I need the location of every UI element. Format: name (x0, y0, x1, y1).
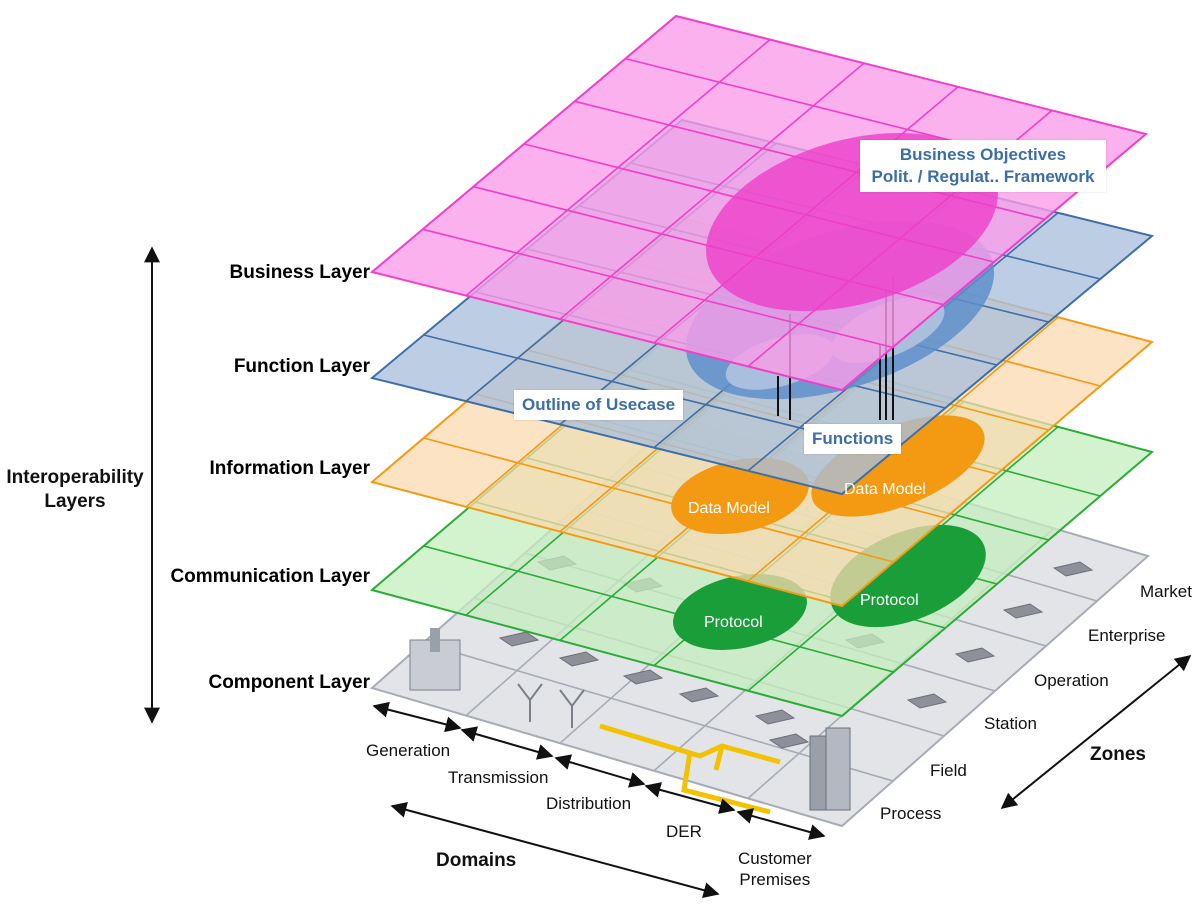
domain-generation: Generation (366, 741, 451, 760)
interop-title-line-2: Layers (44, 491, 106, 512)
interop-title: Interoperability Layers (0, 466, 150, 514)
equipment-box (768, 733, 810, 749)
der-arrow (644, 782, 736, 814)
transmission-arrow (460, 726, 554, 760)
communication-layer-label: Communication Layer (170, 566, 370, 587)
business-layer-label: Business Layer (229, 262, 370, 283)
equipment-box (498, 631, 540, 647)
component-layer-label: Component Layer (208, 672, 370, 693)
domains-arrow (390, 802, 720, 898)
protocol-label-1: Protocol (704, 614, 763, 631)
equipment-box (954, 647, 996, 663)
data-model-label-1: Data Model (688, 500, 770, 517)
functions-callout: Functions (804, 424, 902, 454)
protocol-label-2: Protocol (860, 592, 919, 609)
business-zone-gridline (422, 228, 893, 349)
function-layer-label: Function Layer (233, 356, 370, 377)
business-objectives-line-1: Business Objectives (899, 145, 1067, 164)
building (825, 727, 851, 811)
zone-operation: Operation (1034, 671, 1109, 690)
business-objectives-callout: Business Objectives Polit. / Regulat.. F… (860, 140, 1106, 192)
zones-title: Zones (1090, 744, 1146, 765)
distribution-arrow (554, 754, 646, 788)
customer-arrow (736, 808, 826, 840)
equipment-box (1002, 603, 1044, 619)
equipment-box (754, 709, 796, 725)
equipment-box (1052, 561, 1094, 577)
zones-arrow (1000, 654, 1192, 810)
domain-customer-premises: Customer Premises (738, 848, 812, 890)
zone-process: Process (880, 804, 942, 823)
customer-line-1: Customer (738, 849, 812, 868)
generation-arrow (372, 701, 462, 733)
domain-distribution: Distribution (546, 794, 632, 813)
equipment-box (906, 693, 948, 709)
protocol-ellipse-1 (673, 574, 807, 650)
domains-title: Domains (436, 850, 517, 871)
domain-transmission: Transmission (448, 768, 549, 787)
information-layer-label: Information Layer (209, 458, 370, 479)
transmission-tower (517, 683, 585, 728)
outline-usecase-callout: Outline of Usecase (514, 390, 684, 420)
interop-title-line-1: Interoperability (6, 467, 144, 488)
domain-der: DER (666, 822, 702, 841)
data-model-ellipse-2 (811, 415, 985, 517)
equipment-box (558, 651, 600, 667)
customer-line-2: Premises (739, 870, 811, 889)
equipment-box (678, 687, 720, 703)
communication-zone-gridline (423, 545, 894, 673)
axis-arrows (144, 246, 1192, 898)
zone-field: Field (930, 761, 967, 780)
zone-station: Station (984, 714, 1037, 733)
zone-enterprise: Enterprise (1088, 626, 1166, 645)
power-plant-stack (430, 628, 440, 652)
zone-market: Market (1140, 582, 1192, 601)
data-model-label-2: Data Model (844, 481, 926, 498)
information-zone-gridline (423, 437, 894, 563)
business-objectives-line-2: Polit. / Regulat.. Framework (871, 167, 1095, 186)
equipment-box (622, 669, 664, 685)
